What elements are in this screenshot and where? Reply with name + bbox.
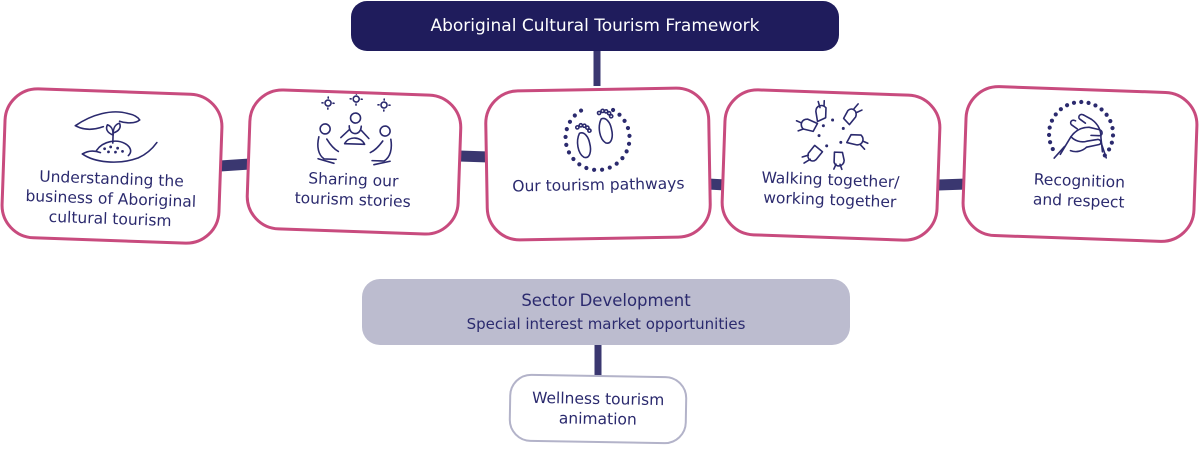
framework-title: Aboriginal Cultural Tourism Framework [430, 16, 760, 36]
ring-dot [592, 167, 597, 172]
ring-dot [1050, 146, 1055, 152]
ring-dot [564, 127, 569, 132]
ring-dot [577, 162, 582, 167]
pillar-recognition: Recognition and respect [960, 83, 1200, 245]
pillar-sharing: Sharing our tourism stories [244, 87, 464, 237]
sector-subtitle: Special interest market opportunities [466, 315, 746, 333]
pillar-label-line: Our tourism pathways [512, 174, 685, 196]
wellness-box: Wellness tourism animation [508, 373, 688, 445]
ring-dot [1108, 119, 1113, 124]
ring-dot [1110, 126, 1115, 131]
wellness-label-line: animation [558, 409, 637, 429]
ring-dot [607, 165, 612, 170]
hand-icon [795, 118, 819, 133]
ring-dot [620, 156, 625, 161]
ring-dot [1099, 107, 1104, 112]
ring-dot [1053, 112, 1058, 117]
footprints-circle-icon [563, 107, 632, 172]
ring-dot [566, 150, 572, 155]
ring-dot [572, 113, 577, 118]
sun-icon [321, 92, 391, 112]
ring-dot [1109, 140, 1114, 145]
ring-dot [599, 167, 605, 172]
ring-dot [1104, 112, 1109, 117]
pillar-walking: Walking together/ working together [719, 87, 943, 243]
ring-dot [626, 141, 632, 146]
ring-dot [1048, 140, 1053, 145]
hands-nurturing-sprout-icon [74, 111, 158, 163]
hand-icon [842, 103, 863, 126]
ring-dot [624, 149, 629, 154]
wellness-label-line: Wellness tourism [531, 388, 665, 410]
sector-development-box: Sector Development Special interest mark… [362, 279, 850, 345]
ring-dot [584, 165, 589, 171]
ring-dot [1106, 147, 1112, 152]
handshake-circle-icon [1046, 99, 1116, 159]
pillar-label-line: working together [762, 188, 897, 212]
hand-icon [815, 99, 827, 123]
pillar-label-line: and respect [1032, 190, 1125, 212]
ring-dot [622, 118, 627, 123]
ring-dot [1064, 103, 1070, 108]
ring-dot [1110, 133, 1116, 138]
ring-dot [625, 125, 631, 131]
ring-dot [627, 133, 632, 138]
hand-icon [845, 133, 869, 150]
framework-title-box: Aboriginal Cultural Tourism Framework [351, 1, 839, 51]
ring-dot [610, 107, 616, 113]
ring-dot [1093, 103, 1098, 108]
ring-dot [578, 108, 584, 113]
people-sharing-stories-icon [317, 92, 393, 166]
ring-dot [567, 119, 573, 124]
hand-icon [833, 151, 845, 171]
pillar-label-line: cultural tourism [48, 207, 172, 231]
ring-dot [1079, 99, 1084, 105]
pillar-label-line: tourism stories [294, 188, 411, 211]
pillar-pathways: Our tourism pathways [483, 86, 713, 242]
ring-dot [1071, 100, 1077, 105]
ring-dot [1086, 100, 1091, 106]
ring-dot [1046, 132, 1052, 138]
ring-dot [614, 161, 619, 166]
pillar-understanding: Understanding the business of Aboriginal… [0, 86, 225, 246]
ring-dot [571, 156, 576, 162]
ring-dot [563, 134, 568, 140]
circle-of-hands-icon [795, 99, 869, 171]
ring-dot [617, 112, 622, 117]
ring-dot [1047, 125, 1052, 130]
ring-dot [564, 142, 569, 147]
ring-dot [1049, 118, 1055, 123]
sector-title: Sector Development [521, 291, 691, 310]
hand-icon [801, 144, 824, 164]
ring-dot [1058, 107, 1063, 112]
dotted-ring-icon [1046, 99, 1116, 158]
connector-pillar1-pillar2 [219, 158, 251, 172]
dotted-ring-icon [563, 107, 632, 172]
